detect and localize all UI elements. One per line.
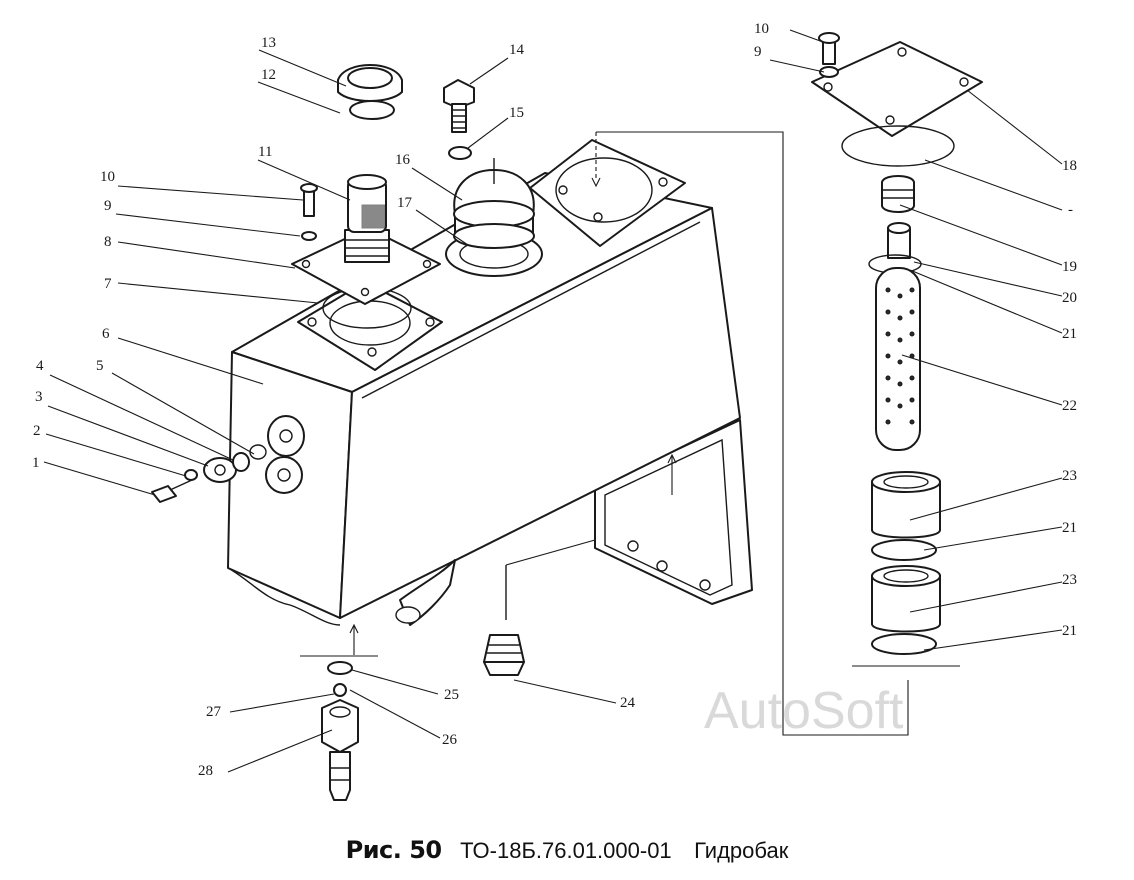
filter-perforations bbox=[885, 287, 915, 425]
callout-20: 20 bbox=[1062, 290, 1077, 306]
callout-1: 1 bbox=[32, 455, 40, 471]
callout-7: 7 bbox=[104, 276, 112, 292]
callout-19: 19 bbox=[1062, 259, 1077, 275]
callout-26: 26 bbox=[442, 732, 458, 748]
side-fastener-set bbox=[151, 444, 267, 503]
callout-21-b: 21 bbox=[1062, 520, 1077, 536]
leader-lines bbox=[43, 29, 1063, 773]
callout-dash: - bbox=[1068, 202, 1073, 218]
callout-23-b: 23 bbox=[1062, 572, 1077, 588]
callout-8: 8 bbox=[104, 234, 112, 250]
callout-18: 18 bbox=[1062, 158, 1077, 174]
callout-9-right: 9 bbox=[754, 44, 762, 60]
tank-body bbox=[227, 139, 753, 626]
figure-label: Рис. 50 bbox=[345, 836, 443, 864]
callout-5: 5 bbox=[96, 358, 104, 374]
drain-fitting bbox=[321, 661, 359, 801]
filler-assembly bbox=[291, 64, 441, 329]
callout-14: 14 bbox=[509, 42, 525, 58]
callout-3: 3 bbox=[35, 389, 43, 405]
callout-28: 28 bbox=[198, 763, 213, 779]
callout-16: 16 bbox=[395, 152, 411, 168]
callout-2: 2 bbox=[33, 423, 41, 439]
filter-assembly bbox=[811, 32, 983, 655]
flow-lines bbox=[300, 131, 960, 736]
watermark: AutoSoft bbox=[704, 682, 904, 740]
callout-24: 24 bbox=[620, 695, 636, 711]
callout-12: 12 bbox=[261, 67, 276, 83]
callout-25: 25 bbox=[444, 687, 459, 703]
callout-10: 10 bbox=[100, 169, 115, 185]
callout-23: 23 bbox=[1062, 468, 1077, 484]
callout-21: 21 bbox=[1062, 326, 1077, 342]
callout-21-c: 21 bbox=[1062, 623, 1077, 639]
callout-6: 6 bbox=[102, 326, 110, 342]
callout-15: 15 bbox=[509, 105, 524, 121]
bolt-14-15 bbox=[443, 79, 475, 160]
callout-4: 4 bbox=[36, 358, 44, 374]
callout-27: 27 bbox=[206, 704, 222, 720]
callout-22: 22 bbox=[1062, 398, 1077, 414]
callout-9: 9 bbox=[104, 198, 112, 214]
callout-numbers: 1 2 3 4 5 6 7 8 9 10 11 12 13 14 15 16 1… bbox=[32, 21, 1077, 779]
callout-10-right: 10 bbox=[754, 21, 769, 37]
callout-11: 11 bbox=[258, 144, 272, 160]
drain-plug-24 bbox=[483, 565, 525, 676]
callout-13: 13 bbox=[261, 35, 276, 51]
figure-caption: Рис. 50 ТО-18Б.76.01.000-01 Гидробак bbox=[0, 836, 1134, 864]
drawing-title: Гидробак bbox=[694, 838, 789, 863]
callout-17: 17 bbox=[397, 195, 413, 211]
drawing-number: ТО-18Б.76.01.000-01 bbox=[460, 838, 672, 863]
breather-16-17 bbox=[445, 158, 543, 277]
